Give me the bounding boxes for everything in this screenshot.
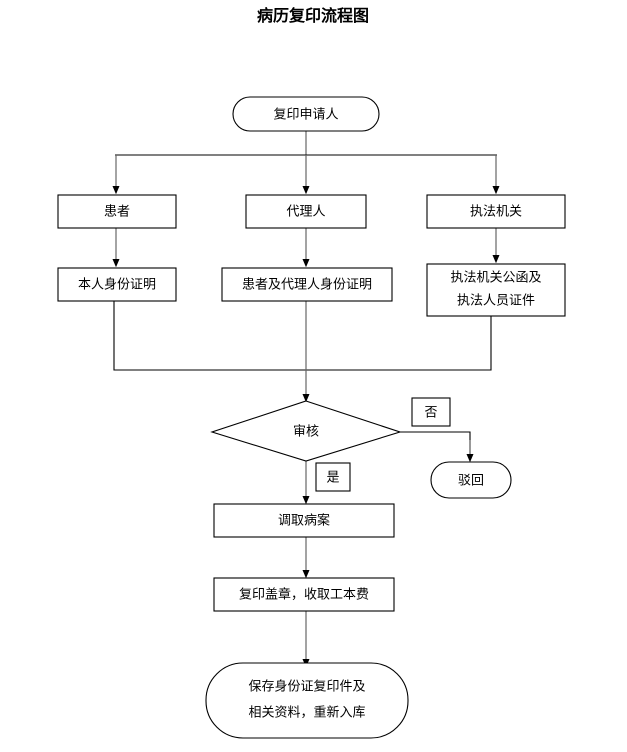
node-retrieve[interactable]: 调取病案 — [213, 503, 395, 538]
edge-label-no: 否 — [411, 397, 451, 427]
node-agent-id[interactable]: 患者及代理人身份证明 — [221, 267, 393, 302]
node-retrieve-shape — [213, 503, 395, 538]
node-reject-label: 驳回 — [458, 474, 484, 489]
node-patient-label: 患者 — [104, 205, 130, 220]
node-patient-shape — [57, 194, 177, 229]
edge-label-yes-box — [315, 462, 351, 492]
node-reject-shape — [430, 461, 512, 499]
edge-layer — [112, 130, 500, 668]
node-authority-label: 执法机关 — [470, 205, 522, 220]
node-authority-id[interactable]: 执法机关公函及 执法人员证件 — [426, 263, 566, 317]
node-archive-shape — [205, 662, 409, 739]
edge-label-no-box — [411, 397, 451, 427]
edge-merge-bar — [113, 300, 492, 371]
node-authority-id-label-line2: 执法人员证件 — [457, 294, 535, 309]
node-copy-fee-shape — [213, 577, 395, 612]
page-title: 病历复印流程图 — [257, 6, 369, 25]
node-authority-id-shape — [426, 263, 566, 317]
node-patient-id-label: 本人身份证明 — [78, 277, 156, 293]
node-review-label: 审核 — [293, 425, 319, 440]
edge-label-no-text: 否 — [424, 406, 437, 421]
node-copy-fee[interactable]: 复印盖章，收取工本费 — [213, 577, 395, 612]
edge-label-yes-text: 是 — [326, 471, 339, 486]
node-patient-id-shape — [57, 267, 177, 302]
node-agent[interactable]: 代理人 — [245, 194, 367, 229]
node-applicant-shape — [232, 96, 380, 132]
node-patient-id[interactable]: 本人身份证明 — [57, 267, 177, 302]
node-review[interactable]: 审核 — [210, 400, 402, 462]
node-authority-id-label-line1: 执法机关公函及 — [450, 271, 541, 286]
node-patient[interactable]: 患者 — [57, 194, 177, 229]
node-retrieve-label: 调取病案 — [278, 514, 330, 529]
node-copy-fee-label: 复印盖章，收取工本费 — [239, 587, 369, 603]
node-authority-shape — [426, 194, 566, 229]
node-applicant-label: 复印申请人 — [273, 108, 338, 123]
edge-review-no — [400, 431, 471, 458]
node-archive-label-line1: 保存身份证复印件及 — [248, 679, 365, 695]
node-agent-id-shape — [221, 267, 393, 302]
node-agent-shape — [245, 194, 367, 229]
node-review-shape — [210, 400, 402, 462]
node-archive[interactable]: 保存身份证复印件及 相关资料，重新入库 — [205, 662, 409, 739]
node-applicant[interactable]: 复印申请人 — [232, 96, 380, 132]
node-agent-id-label: 患者及代理人身份证明 — [242, 277, 372, 293]
node-authority[interactable]: 执法机关 — [426, 194, 566, 229]
node-reject[interactable]: 驳回 — [430, 461, 512, 499]
node-agent-label: 代理人 — [286, 205, 325, 220]
node-archive-label-line2: 相关资料，重新入库 — [248, 705, 365, 721]
edge-label-yes: 是 — [315, 462, 351, 492]
